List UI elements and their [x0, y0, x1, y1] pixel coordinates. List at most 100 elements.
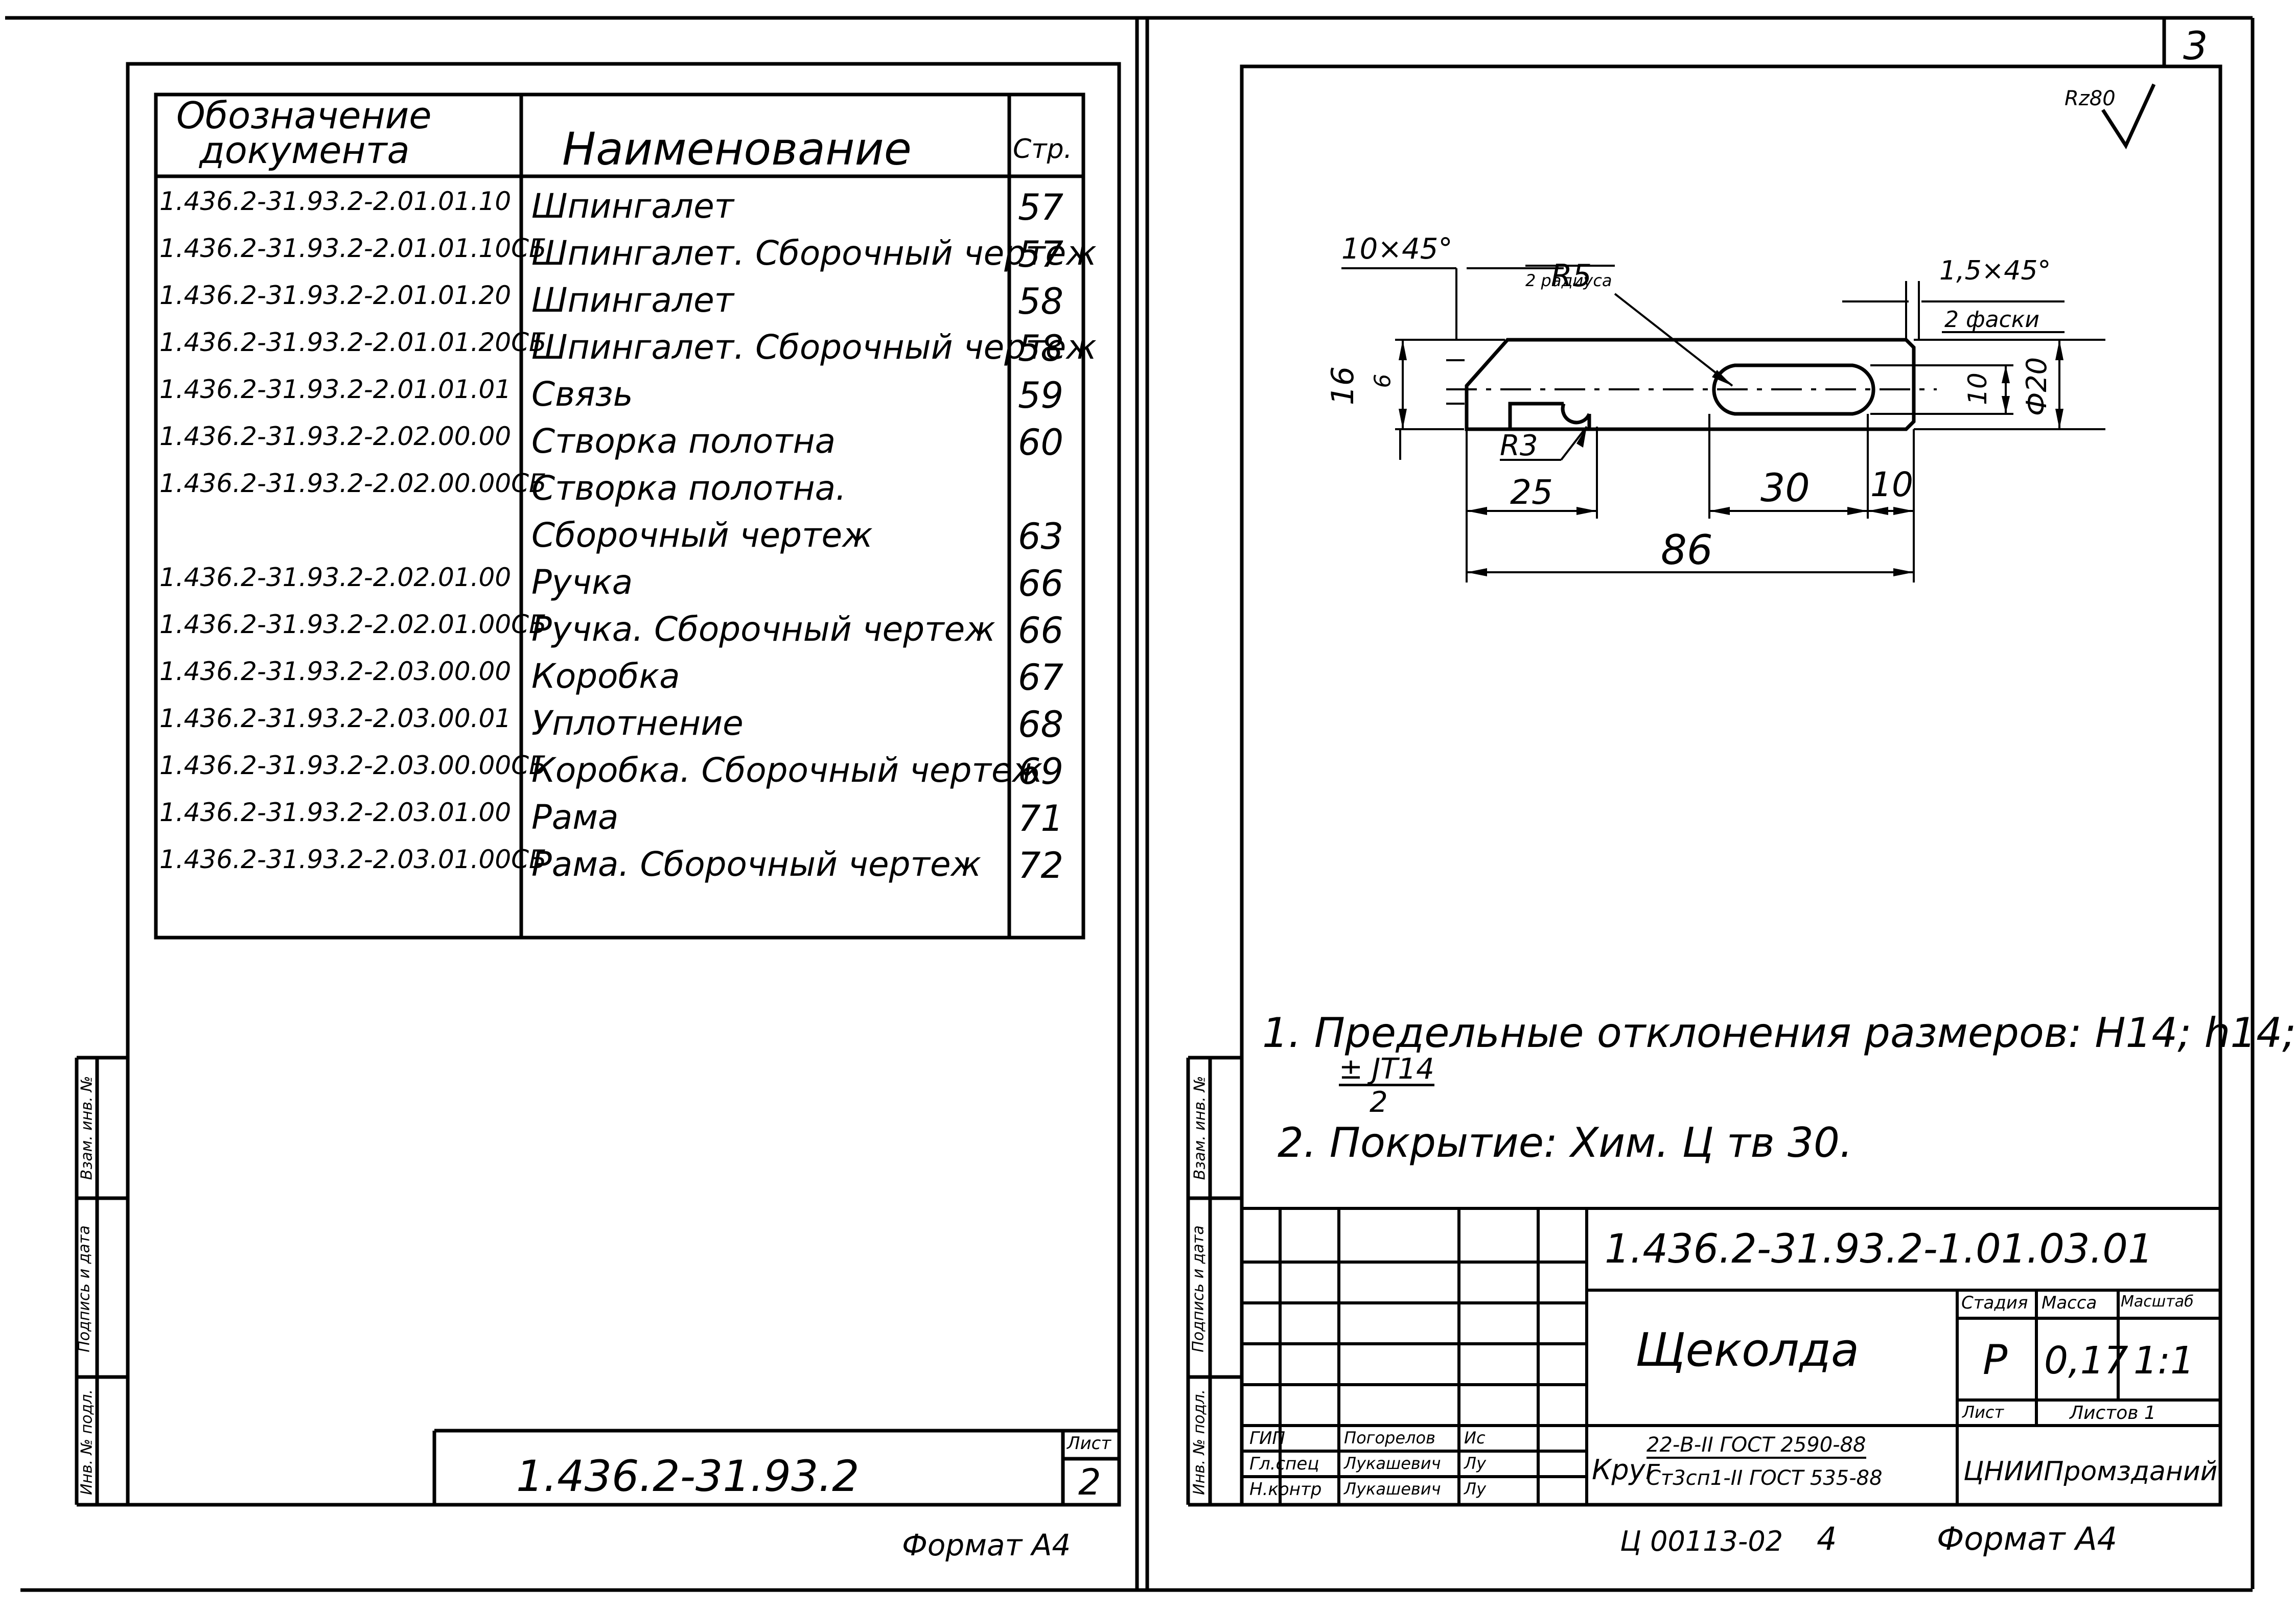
dim-length-10: 10 — [1870, 465, 1913, 504]
row-name: Шпингалет — [531, 186, 734, 226]
dim-length-30: 30 — [1760, 465, 1810, 510]
dim-length-25: 25 — [1510, 473, 1553, 512]
row-name: Ручка. Сборочный чертеж — [531, 610, 995, 649]
side-label-signature: Подпись и дата — [75, 1225, 94, 1352]
person-name: Лукашевич — [1344, 1479, 1441, 1499]
row-name: Створка полотна. — [531, 469, 847, 508]
person-role: Н.контр — [1249, 1479, 1322, 1500]
row-name: Шпингалет. Сборочный чертеж — [531, 328, 1097, 367]
dim-diameter-20: Ф20 — [2021, 357, 2053, 416]
row-designation: 1.436.2-31.93.2-2.01.01.20 — [159, 281, 512, 310]
row-name: Коробка — [531, 657, 680, 696]
title-block-mass: 0,17 — [2044, 1339, 2128, 1383]
row-designation: 1.436.2-31.93.2-2.02.00.00СБ — [159, 469, 547, 498]
row-page: 58 — [1018, 281, 1064, 322]
dim-chamfer-right: 1,5×45° — [1939, 255, 2051, 286]
title-block-stage: Р — [1983, 1336, 2008, 1384]
row-name: Сборочный чертеж — [531, 516, 873, 555]
title-block-material-prefix: Круг — [1592, 1454, 1660, 1486]
row-name: Шпингалет. Сборочный чертеж — [531, 234, 1097, 273]
row-page: 72 — [1018, 845, 1064, 886]
person-role: ГИП — [1249, 1428, 1285, 1449]
row-name: Ручка — [531, 563, 633, 602]
row-name: Связь — [531, 375, 633, 414]
row-page: 57 — [1018, 186, 1064, 228]
note-line-1: 1. Предельные отклонения размеров: Н14; … — [1262, 1009, 2296, 1057]
row-page: 59 — [1018, 375, 1064, 416]
bottom-number: 4 — [1817, 1520, 1837, 1557]
title-block-scale: 1:1 — [2133, 1339, 2195, 1383]
row-designation: 1.436.2-31.93.2-2.02.01.00 — [159, 563, 512, 592]
left-sheet-number: 2 — [1078, 1461, 1101, 1503]
page-number: 3 — [2183, 23, 2208, 68]
dim-height-16: 16 — [1325, 366, 1361, 406]
row-page: 60 — [1018, 422, 1064, 463]
row-designation: 1.436.2-31.93.2-2.01.01.10 — [159, 186, 512, 216]
right-side-label-signature: Подпись и дата — [1189, 1225, 1208, 1352]
note-fraction-top: ± JT14 — [1339, 1053, 1434, 1086]
side-label-box: Подпись и дата — [75, 1198, 97, 1377]
dim-height-6: 6 — [1370, 374, 1396, 388]
person-name: Погорелов — [1344, 1428, 1435, 1448]
person-signature: Ис — [1464, 1428, 1486, 1448]
row-designation: 1.436.2-31.93.2-2.02.01.00СБ — [159, 610, 547, 639]
row-designation: 1.436.2-31.93.2-2.01.01.10СБ — [159, 234, 547, 263]
title-block-stage-label: Стадия — [1961, 1293, 2028, 1313]
header-designation-line2: документа — [199, 129, 410, 172]
side-label-replace: Взам. инв. № — [78, 1076, 96, 1180]
row-designation: 1.436.2-31.93.2-2.03.00.01 — [159, 704, 512, 733]
right-format-label: Формат А4 — [1937, 1520, 2118, 1557]
title-block-material-bottom: Ст3сп1-II ГОСТ 535-88 — [1646, 1466, 1883, 1490]
row-designation: 1.436.2-31.93.2-2.02.00.00 — [159, 422, 512, 451]
row-name: Створка полотна — [531, 422, 836, 461]
title-block-material-top: 22-В-II ГОСТ 2590-88 — [1646, 1433, 1866, 1459]
row-designation: 1.436.2-31.93.2-2.03.01.00 — [159, 798, 512, 827]
dim-chamfer-right-note: 2 фаски — [1944, 307, 2039, 333]
left-title-code: 1.436.2-31.93.2 — [516, 1451, 860, 1501]
note-line-2: 2. Покрытие: Хим. Ц тв 30. — [1278, 1119, 1853, 1166]
person-role: Гл.спец — [1249, 1454, 1319, 1474]
row-page: 58 — [1018, 328, 1064, 369]
row-page: 67 — [1018, 657, 1064, 698]
dim-radius-r5-note: 2 радиуса — [1525, 271, 1612, 290]
title-block-sheets-label: Листов 1 — [2070, 1403, 2156, 1424]
header-designation-line1: Обозначение — [176, 94, 432, 137]
row-name: Рама. Сборочный чертеж — [531, 845, 982, 884]
person-signature: Лу — [1464, 1479, 1486, 1499]
header-page: Стр. — [1013, 134, 1073, 165]
left-sheet-label: Лист — [1067, 1433, 1111, 1454]
row-name: Шпингалет — [531, 281, 734, 320]
dim-length-86: 86 — [1661, 526, 1713, 574]
row-name: Уплотнение — [531, 704, 744, 743]
row-designation: 1.436.2-31.93.2-2.01.01.20СБ — [159, 328, 547, 357]
bottom-code: Ц 00113-02 — [1620, 1525, 1783, 1557]
dim-radius-r5: R5 — [1551, 258, 1592, 294]
title-block-mass-label: Масса — [2042, 1293, 2097, 1313]
row-page: 57 — [1018, 234, 1064, 275]
left-format-label: Формат А4 — [902, 1528, 1071, 1562]
roughness-label: Rz80 — [2065, 87, 2116, 110]
title-block-part-name: Щеколда — [1635, 1323, 1860, 1377]
right-side-label-inventory: Инв. № подл. — [1190, 1389, 1209, 1495]
title-block-organization: ЦНИИПромзданий — [1963, 1456, 2218, 1487]
title-block-code: 1.436.2-31.93.2-1.01.03.01 — [1605, 1226, 2153, 1272]
row-designation: 1.436.2-31.93.2-2.03.01.00СБ — [159, 845, 547, 874]
title-block-scale-label: Масштаб — [2121, 1293, 2194, 1311]
row-page: 71 — [1018, 798, 1064, 839]
row-page: 66 — [1018, 563, 1064, 604]
dim-radius-r3: R3 — [1500, 429, 1538, 462]
side-label-inventory: Инв. № подл. — [78, 1389, 96, 1495]
person-signature: Лу — [1464, 1454, 1486, 1473]
right-side-label-replace: Взам. инв. № — [1191, 1076, 1209, 1180]
row-name: Рама — [531, 798, 619, 837]
dim-height-10: 10 — [1962, 372, 1992, 405]
row-page: 69 — [1018, 751, 1064, 792]
row-designation: 1.436.2-31.93.2-2.01.01.01 — [159, 375, 512, 404]
row-designation: 1.436.2-31.93.2-2.03.00.00 — [159, 657, 512, 686]
row-page: 66 — [1018, 610, 1064, 651]
row-page: 68 — [1018, 704, 1064, 745]
person-name: Лукашевич — [1344, 1454, 1441, 1473]
row-designation: 1.436.2-31.93.2-2.03.00.00СБ — [159, 751, 547, 780]
